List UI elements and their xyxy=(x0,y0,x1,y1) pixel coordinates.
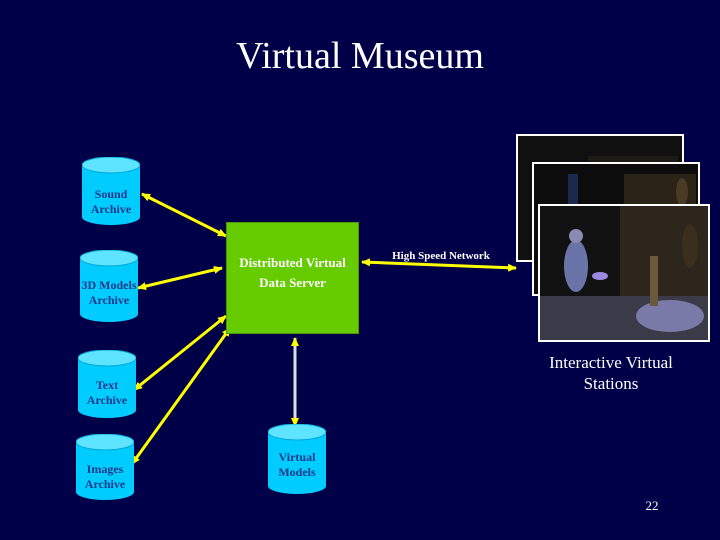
server-label: Distributed Virtual Data Server xyxy=(239,255,346,290)
text-archive-cylinder: Text Archive xyxy=(77,349,137,418)
arrow-3d-server xyxy=(137,265,223,291)
page-number: 22 xyxy=(645,498,659,513)
virtual-models-label: Virtual Models xyxy=(278,450,316,479)
interactive-virtual-stations-label: Interactive Virtual Stations xyxy=(549,353,673,393)
arrow-sound-server xyxy=(141,192,227,238)
cylinder-shape xyxy=(77,349,137,418)
3d-models-archive-cylinder: 3D Models Archive xyxy=(79,249,139,322)
images-archive-cylinder: Images Archive xyxy=(75,433,135,500)
cylinder-shape xyxy=(81,156,141,225)
virtual-models-cylinder: Virtual Models xyxy=(267,423,327,494)
arrow-server-network xyxy=(361,258,517,272)
cylinder-shape xyxy=(79,249,139,322)
station-frame-front xyxy=(538,204,710,342)
sound-archive-label: Sound Archive xyxy=(90,187,132,216)
3d-models-archive-label: 3D Models Archive xyxy=(81,278,137,307)
sound-archive-cylinder: Sound Archive xyxy=(81,156,141,225)
cylinder-shape xyxy=(267,423,327,494)
network-label: High Speed Network xyxy=(392,250,490,262)
distributed-virtual-data-server: Distributed Virtual Data Server xyxy=(226,222,359,334)
images-archive-label: Images Archive xyxy=(84,462,126,491)
arrow-images-server xyxy=(130,327,232,465)
station-image xyxy=(540,206,708,340)
text-archive-label: Text Archive xyxy=(86,378,128,407)
slide-title: Virtual Museum xyxy=(236,35,484,77)
